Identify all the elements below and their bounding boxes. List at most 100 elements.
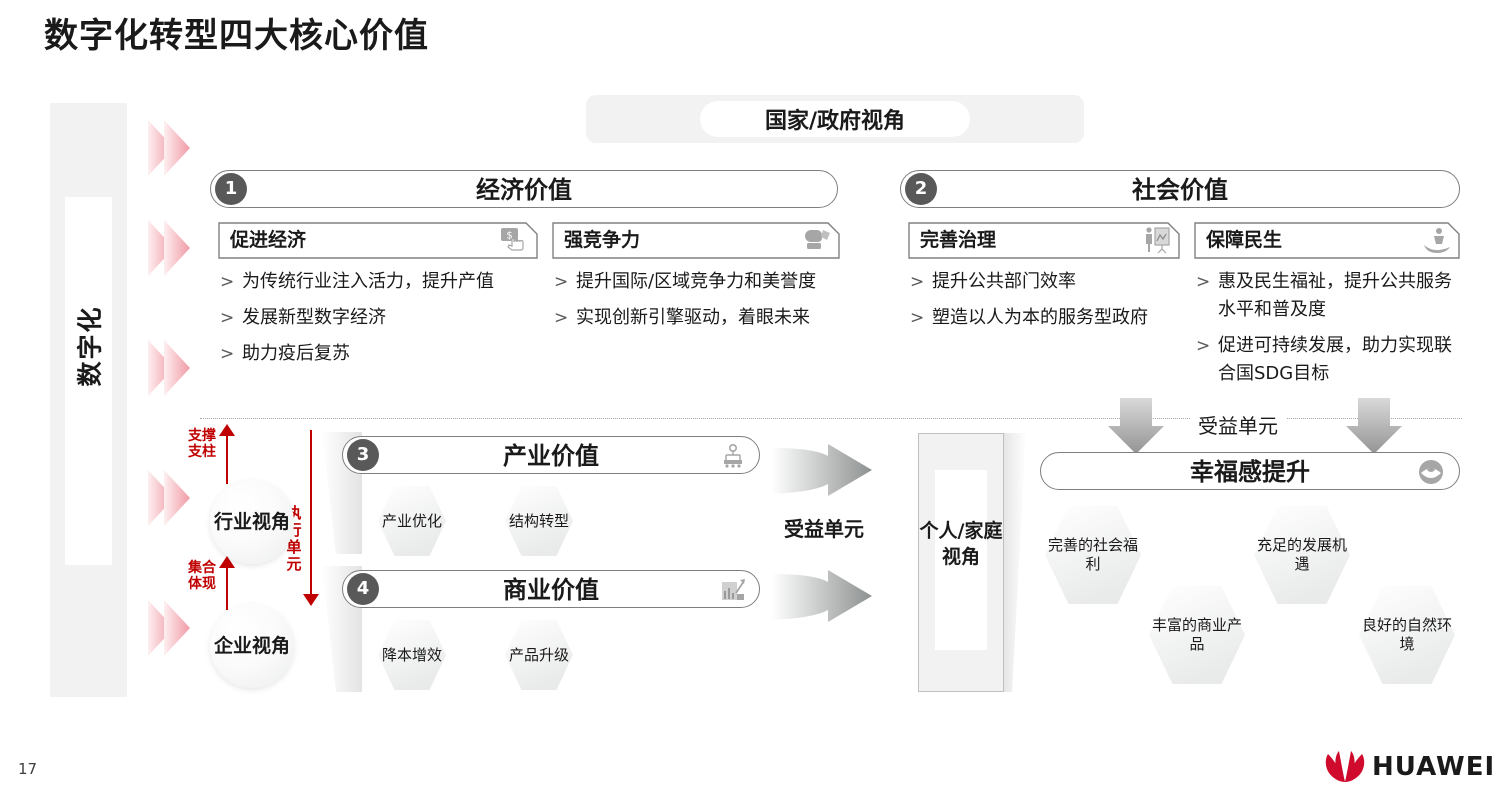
- circle-industry-perspective[interactable]: 行业视角: [210, 480, 294, 564]
- presentation-person-icon: [1142, 226, 1172, 255]
- hex-label: 充足的发展机遇: [1257, 536, 1348, 573]
- bullet-item: > 塑造以人为本的服务型政府: [908, 304, 1188, 332]
- svg-text:$: $: [506, 231, 512, 242]
- hex-label: 结构转型: [508, 511, 569, 530]
- bullet-marker: >: [554, 308, 569, 328]
- flow-arrow-industry-to-person: [772, 444, 872, 504]
- bullet-item: >为传统行业注入活力，提升产值: [218, 268, 548, 296]
- hex-commercial-products[interactable]: 丰富的商业产品: [1148, 585, 1246, 685]
- label-aggregate-manifest: 集合体现: [188, 560, 216, 592]
- circle-label: 企业视角: [213, 635, 290, 657]
- divider-label-benefit-unit: 受益单元: [1190, 410, 1286, 439]
- chip-promote-economy[interactable]: 促进经济 $: [218, 222, 538, 259]
- red-arrow-shaft-aggregate: [226, 564, 229, 610]
- person-family-wedge-decoration: [1004, 433, 1034, 696]
- chip-label: 强竞争力: [564, 229, 641, 251]
- hex-label: 丰富的商业产品: [1152, 616, 1243, 653]
- card-title: 产业价值: [503, 442, 599, 470]
- chevron-right-icon: [148, 598, 192, 658]
- hex-label: 良好的自然环境: [1362, 616, 1453, 653]
- bullet-text: 发展新型数字经济: [242, 307, 386, 328]
- chevron-right-icon: [148, 338, 192, 398]
- person-family-box-inner: [935, 470, 987, 650]
- chip-label: 完善治理: [920, 229, 997, 251]
- card-title: 经济价值: [476, 176, 572, 204]
- bullet-text: 塑造以人为本的服务型政府: [932, 307, 1148, 328]
- bullet-text: 促进可持续发展，助力实现联合国SDG目标: [1218, 335, 1452, 384]
- card-title: 商业价值: [503, 576, 599, 604]
- card-number-badge: 4: [347, 573, 379, 605]
- hex-label: 完善的社会福利: [1048, 536, 1139, 573]
- card-title: 幸福感提升: [1190, 458, 1310, 486]
- bullet-item: > 提升公共部门效率: [908, 268, 1188, 296]
- bullet-marker: >: [220, 308, 235, 328]
- down-arrow-left: [1108, 398, 1164, 458]
- person-family-label: 个人/家庭视角: [919, 520, 1003, 568]
- bullet-list-strong-competitiveness: > 提升国际/区域竞争力和美誉度 > 实现创新引擎驱动，着眼未来: [552, 268, 852, 340]
- bullet-list-improve-governance: > 提升公共部门效率 > 塑造以人为本的服务型政府: [908, 268, 1188, 340]
- bullet-marker: >: [910, 308, 925, 328]
- money-click-icon: $: [500, 226, 530, 255]
- section-divider: [200, 418, 1462, 419]
- label-support-pillar: 支撑支柱: [188, 428, 216, 460]
- card-number-badge: 2: [905, 173, 937, 205]
- hex-product-upgrade[interactable]: 产品升级: [504, 619, 574, 691]
- bullet-item: > 发展新型数字经济: [218, 304, 548, 332]
- hex-social-welfare[interactable]: 完善的社会福利: [1044, 505, 1142, 605]
- card-header-industry-value[interactable]: 3 产业价值: [342, 436, 760, 474]
- hex-label: 降本增效: [381, 645, 442, 664]
- card-header-economic[interactable]: 1 经济价值: [210, 170, 838, 208]
- card-header-social[interactable]: 2 社会价值: [900, 170, 1460, 208]
- hex-structural-transformation[interactable]: 结构转型: [504, 485, 574, 557]
- bullet-text: 助力疫后复苏: [242, 343, 350, 364]
- card-header-business-value[interactable]: 4 商业价值: [342, 570, 760, 608]
- page-title: 数字化转型四大核心价值: [44, 16, 429, 56]
- hex-industry-optimization[interactable]: 产业优化: [377, 485, 447, 557]
- red-arrow-head-aggregate: [219, 556, 235, 568]
- chevron-right-icon: [148, 468, 192, 528]
- card-title: 社会价值: [1132, 176, 1228, 204]
- red-arrow-shaft-support: [226, 432, 229, 484]
- bullet-item: > 助力疫后复苏: [218, 340, 548, 368]
- hex-development-opportunities[interactable]: 充足的发展机遇: [1253, 505, 1351, 605]
- bullet-text: 提升国际/区域竞争力和美誉度: [576, 271, 817, 292]
- caring-hands-icon: [1422, 226, 1452, 255]
- circle-enterprise-perspective[interactable]: 企业视角: [210, 604, 294, 688]
- top-banner-inner: [700, 101, 970, 137]
- bullet-text: 为传统行业注入活力，提升产值: [242, 271, 494, 292]
- card-number-badge: 3: [347, 439, 379, 471]
- top-banner-label: 国家/政府视角: [764, 109, 906, 134]
- circle-label: 行业视角: [213, 511, 290, 533]
- chevron-right-icon: [148, 218, 192, 278]
- down-arrow-right: [1346, 398, 1402, 458]
- page-number: 17: [18, 760, 38, 778]
- brand-name: HUAWEI: [1372, 752, 1496, 782]
- hex-natural-environment[interactable]: 良好的自然环境: [1358, 585, 1456, 685]
- card-number-badge: 1: [215, 173, 247, 205]
- chip-improve-governance[interactable]: 完善治理: [908, 222, 1180, 259]
- chip-label: 促进经济: [230, 229, 307, 251]
- bullet-marker: >: [554, 272, 569, 292]
- bullet-marker: >: [1196, 272, 1211, 292]
- hex-label: 产业优化: [381, 511, 442, 530]
- bullet-text: 惠及民生福祉，提升公共服务水平和普及度: [1218, 271, 1452, 320]
- bullet-item: > 惠及民生福祉，提升公共服务水平和普及度: [1194, 268, 1466, 324]
- chip-guarantee-livelihood[interactable]: 保障民生: [1194, 222, 1460, 259]
- left-axis-bar-inner: [65, 197, 112, 565]
- chip-label: 保障民生: [1206, 229, 1283, 251]
- card-header-happiness[interactable]: 幸福感提升: [1040, 452, 1460, 490]
- bullet-list-promote-economy: >为传统行业注入活力，提升产值 > 发展新型数字经济 > 助力疫后复苏: [218, 268, 548, 376]
- bullet-item: > 提升国际/区域竞争力和美誉度: [552, 268, 852, 296]
- chip-strong-competitiveness[interactable]: 强竞争力: [552, 222, 840, 259]
- bullet-marker: >: [220, 344, 235, 364]
- bullet-list-guarantee-livelihood: > 惠及民生福祉，提升公共服务水平和普及度 > 促进可持续发展，助力实现联合国SDG…: [1194, 268, 1466, 396]
- label-benefit-unit-center: 受益单元: [784, 517, 864, 541]
- bullet-marker: >: [910, 272, 925, 292]
- boxing-glove-icon: [802, 226, 832, 255]
- flow-arrow-business-to-person: [772, 570, 872, 630]
- hex-cost-reduction[interactable]: 降本增效: [377, 619, 447, 691]
- bullet-text: 提升公共部门效率: [932, 271, 1076, 292]
- bullet-text: 实现创新引擎驱动，着眼未来: [576, 307, 810, 328]
- factory-gear-icon: [719, 443, 747, 469]
